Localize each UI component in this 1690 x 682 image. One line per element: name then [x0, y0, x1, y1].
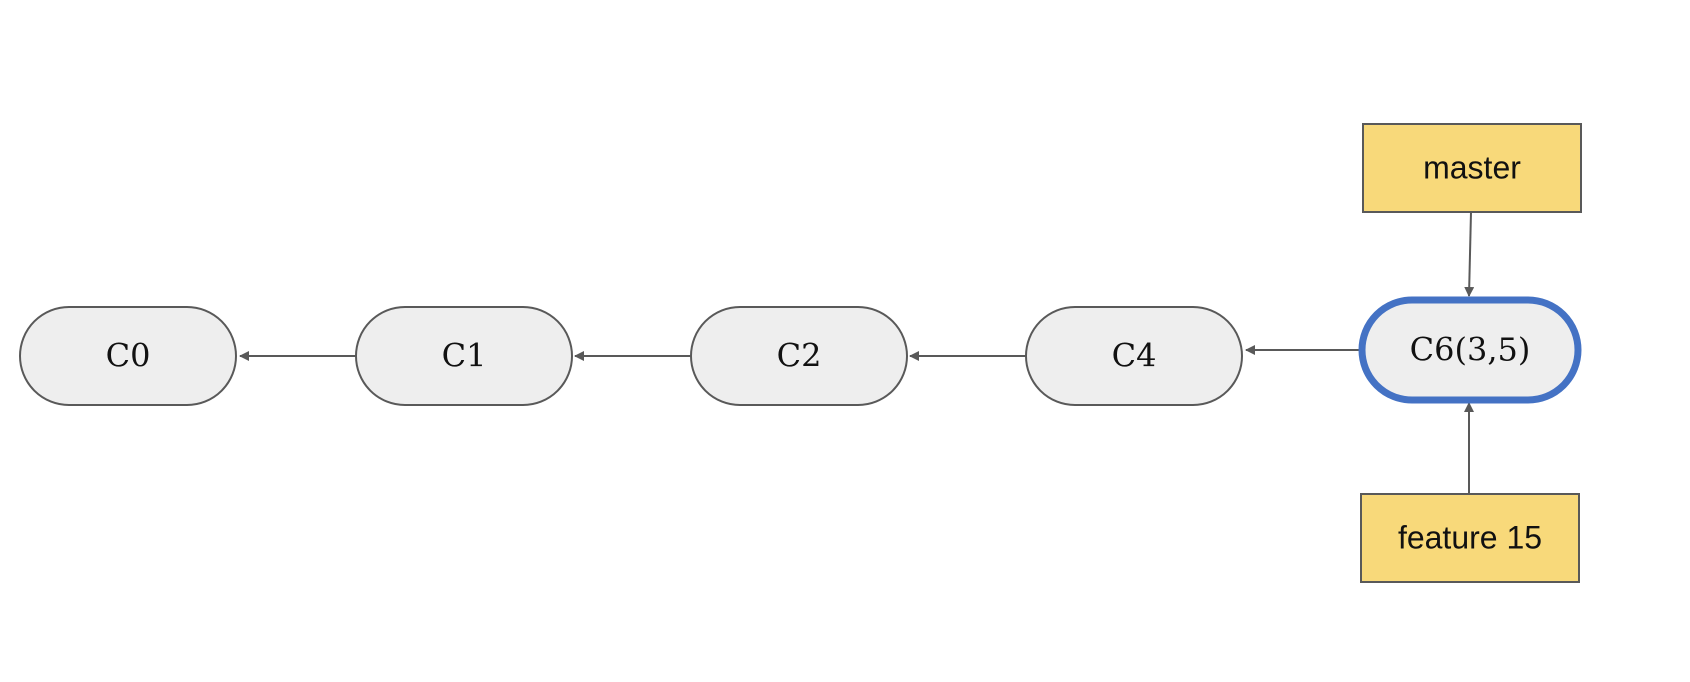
commit-label-c2: C2 — [777, 337, 822, 375]
commit-label-c1: C1 — [442, 337, 487, 375]
commit-label-c6: C6(3,5) — [1410, 331, 1531, 369]
branch-label-feature15: feature 15 — [1398, 519, 1542, 555]
branch-label-master: master — [1423, 149, 1521, 185]
commit-node-c0[interactable]: C0 — [19, 306, 237, 406]
commit-label-c0: C0 — [106, 337, 151, 375]
commit-node-c1[interactable]: C1 — [355, 306, 573, 406]
commit-label-c4: C4 — [1112, 337, 1157, 375]
branch-master[interactable]: master — [1362, 123, 1582, 213]
edge-master-to-c6 — [1464, 211, 1475, 297]
commit-node-c4[interactable]: C4 — [1025, 306, 1243, 406]
commit-node-c2[interactable]: C2 — [690, 306, 908, 406]
branch-feature15[interactable]: feature 15 — [1360, 493, 1580, 583]
commit-node-c6[interactable]: C6(3,5) — [1358, 296, 1582, 404]
